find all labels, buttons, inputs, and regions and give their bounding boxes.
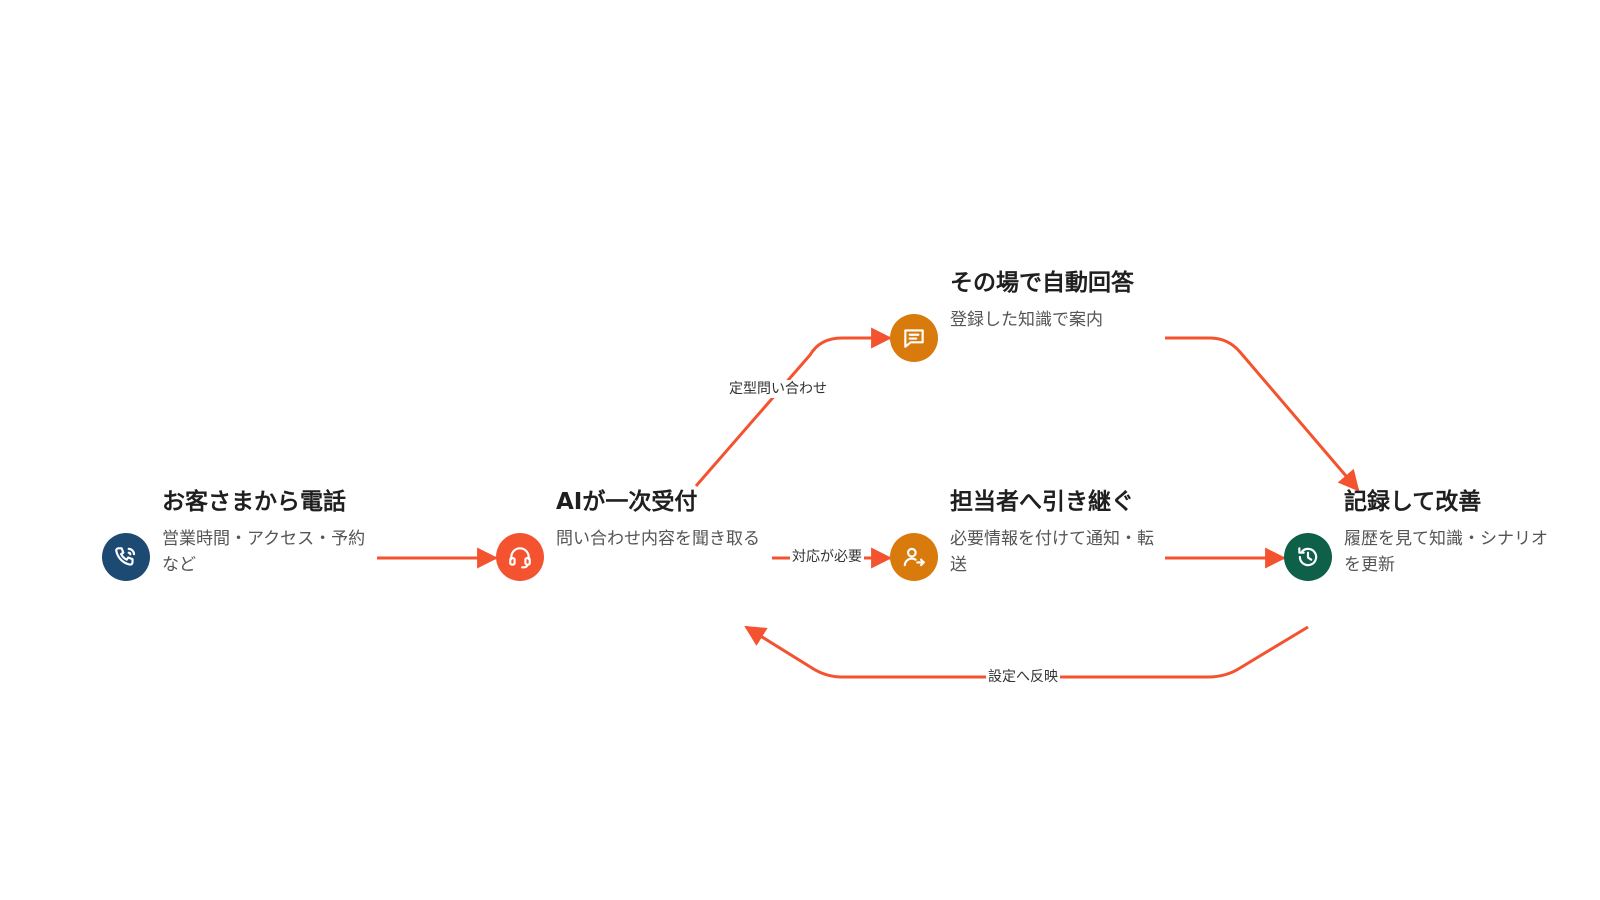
edge-label-feedback: 設定へ反映 [986,668,1060,686]
arrow-ai-to-auto [694,327,893,487]
edge-label-needed: 対応が必要 [790,548,864,566]
node-title: 担当者へ引き継ぐ [950,489,1134,515]
node-description: 営業時間・アクセス・予約など [162,529,366,575]
node-description: 履歴を見て知識・シナリオを更新 [1344,529,1548,575]
node-title: その場で自動回答 [950,270,1134,296]
chat-icon [890,314,938,362]
node-description: 問い合わせ内容を聞き取る [556,529,760,549]
arrow-auto-to-record [1165,336,1360,492]
node-title: 記録して改善 [1344,489,1482,515]
node-title: AIが一次受付 [556,489,698,515]
history-icon [1284,533,1332,581]
edge-label-routine: 定型問い合わせ [727,380,829,398]
node-description: 登録した知識で案内 [950,310,1103,330]
node-description: 必要情報を付けて通知・転送 [950,529,1154,575]
phone-icon [102,533,150,581]
person-transfer-icon [890,533,938,581]
node-title: お客さまから電話 [162,489,346,515]
headset-icon [496,533,544,581]
